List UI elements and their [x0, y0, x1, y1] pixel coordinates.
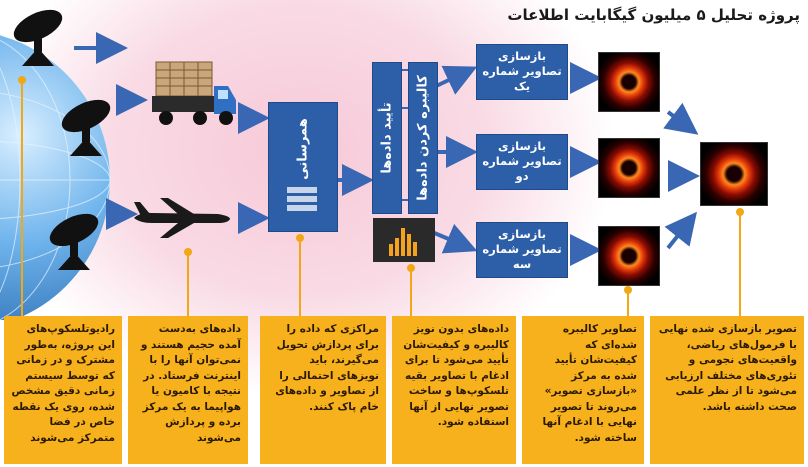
- satellite-dish-icon: [13, 9, 63, 66]
- reconstruct-3-line1: بازسازی: [497, 227, 547, 241]
- reconstruct-2-line3: دو: [515, 169, 529, 183]
- truck-icon: [152, 61, 236, 125]
- leader-line: [627, 290, 629, 316]
- leader-line: [299, 238, 301, 316]
- leader-line: [739, 212, 741, 316]
- reconstruct-3-line2: تصاویر شماره: [482, 242, 562, 256]
- sync-label: همرسانی: [295, 118, 311, 180]
- satellite-dish-icon: [61, 99, 111, 156]
- reconstruct-1-line1: بازسازی: [497, 49, 547, 63]
- note-evaluation: تصویر بازسازی شده نهایی با فرمول‌های ریا…: [650, 316, 804, 464]
- verify-box: تأیید داده‌ها: [372, 62, 402, 214]
- reconstruct-2-line1: بازسازی: [497, 139, 547, 153]
- server-icon: [287, 187, 317, 217]
- black-hole-image-2: [598, 138, 660, 198]
- satellite-dish-icon: [49, 213, 99, 270]
- sync-box: همرسانی: [268, 102, 338, 232]
- black-hole-image-1: [598, 52, 660, 112]
- leader-dot: [407, 264, 415, 272]
- leader-dot: [624, 286, 632, 294]
- leader-dot: [184, 248, 192, 256]
- leader-dot: [18, 76, 26, 84]
- bar-chart-icon: [373, 218, 435, 262]
- black-hole-image-3: [598, 226, 660, 286]
- leader-dot: [736, 208, 744, 216]
- reconstruct-box-1: بازسازی تصاویر شماره یک: [476, 44, 568, 100]
- reconstruct-1-line2: تصاویر شماره: [482, 64, 562, 78]
- note-reconstruction: تصاویر کالیبره شده‌ای که کیفیت‌شان تأیید…: [522, 316, 644, 464]
- calibrate-label: کالیبره کردن داده‌ها: [415, 75, 431, 201]
- leader-line: [187, 252, 189, 316]
- reconstruct-box-3: بازسازی تصاویر شماره سه: [476, 222, 568, 278]
- note-telescopes: رادیوتلسکوپ‌های این پروژه، به‌طور مشترک …: [4, 316, 122, 464]
- calibrate-box: کالیبره کردن داده‌ها: [408, 62, 438, 214]
- leader-line: [410, 268, 412, 316]
- reconstruct-box-2: بازسازی تصاویر شماره دو: [476, 134, 568, 190]
- reconstruct-3-line3: سه: [512, 257, 532, 271]
- verify-label: تأیید داده‌ها: [379, 102, 395, 174]
- reconstruct-1-line3: یک: [513, 79, 531, 93]
- note-noise-removal: مراکزی که داده را برای پردازش تحویل می‌گ…: [260, 316, 386, 464]
- reconstruct-2-line2: تصاویر شماره: [482, 154, 562, 168]
- leader-dot: [296, 234, 304, 242]
- airplane-icon: [134, 198, 230, 238]
- leader-line: [21, 80, 23, 316]
- black-hole-final-image: [700, 142, 768, 206]
- note-calibration: داده‌های بدون نویز کالیبره و کیفیت‌شان ت…: [392, 316, 516, 464]
- note-transport: داده‌های به‌دست آمده حجیم هستند و نمی‌تو…: [128, 316, 248, 464]
- diagram-title: پروژه تحلیل ۵ میلیون گیگابایت اطلاعات: [507, 6, 800, 24]
